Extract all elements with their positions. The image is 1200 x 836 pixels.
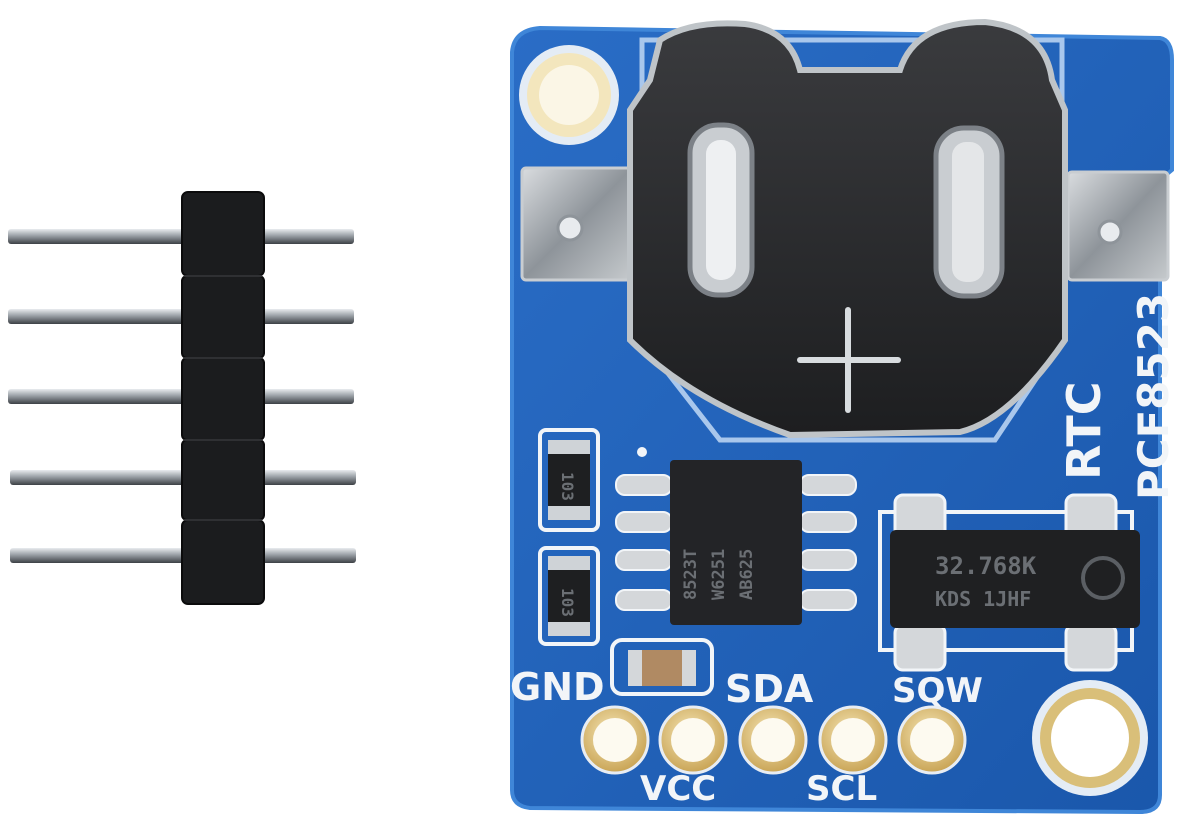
chip-pads-right [799,474,857,611]
crystal-oscillator: 32.768K KDS 1JHF [878,493,1140,672]
crystal-marking-line1: 32.768K [935,552,1037,580]
mounting-hole-top-left [519,45,619,145]
pin-pad-gnd [580,705,650,775]
board-label-chip: PCF8523 [1129,293,1178,500]
battery-contact-right [933,125,1005,299]
pin-pad-sda [738,705,808,775]
coin-cell-battery-holder [520,18,1170,443]
plus-icon [797,307,901,413]
crystal-marking-line2: KDS 1JHF [935,587,1031,611]
resistor-r1: 103 [538,428,600,532]
chip-pads-left [615,474,673,611]
chip-marking-line1: 8523T [681,549,701,600]
crystal-body [890,530,1140,628]
pin-label-sqw: SQW [892,671,983,711]
pin-pad-sqw [897,705,967,775]
header-plastic [181,191,265,605]
rtc-chip: 8523T W6251 AB625 [615,447,857,625]
pin-label-gnd: GND [510,665,605,709]
chip-body [670,460,802,625]
pin-label-sda: SDA [725,667,814,711]
pin-pads [580,705,967,775]
resistor-r1-code: 103 [558,472,577,501]
resistor-r2: 103 [538,546,600,646]
pin-pad-scl [818,705,888,775]
resistor-r2-code: 103 [558,588,577,617]
pin-label-vcc: VCC [640,769,716,809]
pin-header [8,191,356,605]
chip-marking-line2: W6251 [709,549,729,600]
board-label-rtc: RTC [1057,382,1111,481]
rtc-breakout-board: RTC PCF8523 103 103 [510,18,1178,815]
chip-marking-line3: AB625 [737,549,757,600]
capacitor [610,638,714,696]
mounting-hole-bottom-right [1032,680,1148,796]
pin-label-scl: SCL [806,769,877,809]
holder-body [627,18,1068,439]
pin-pad-vcc [658,705,728,775]
battery-contact-left [687,122,755,298]
